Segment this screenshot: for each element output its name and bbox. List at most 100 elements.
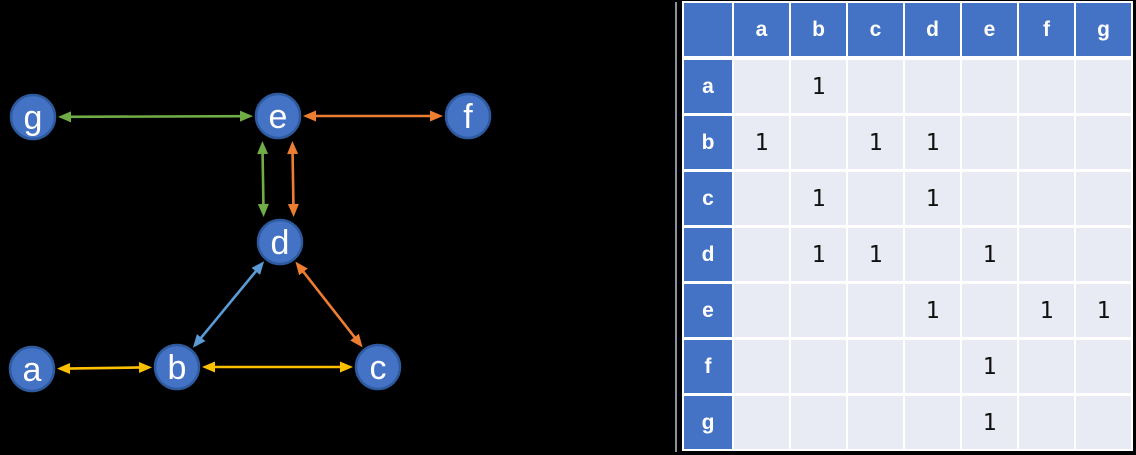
matrix-cell-b-d: 1 <box>905 116 960 169</box>
matrix-cell-d-a <box>734 228 789 281</box>
matrix-cell-b-b <box>791 116 846 169</box>
matrix-row-header-c: c <box>684 172 732 225</box>
matrix-cell-g-c <box>848 396 903 449</box>
matrix-cell-c-c <box>848 172 903 225</box>
matrix-col-header-g: g <box>1076 3 1131 56</box>
graph-edge-a-b-arrowhead-start <box>56 362 71 374</box>
graph-canvas: g e f d a b c <box>8 92 492 393</box>
matrix-row-header-d: d <box>684 228 732 281</box>
matrix-cell-g-f <box>1019 396 1074 449</box>
graph-node-g <box>9 93 57 141</box>
graph-edge-d-c-arrowhead-end <box>350 333 363 348</box>
matrix-cell-e-f: 1 <box>1019 284 1074 337</box>
matrix-cell-f-a <box>734 340 789 393</box>
matrix-cell-c-g <box>1076 172 1131 225</box>
matrix-cell-b-f <box>1019 116 1074 169</box>
matrix-cell-f-g <box>1076 340 1131 393</box>
graph-node-f <box>444 92 492 140</box>
graph-edge-e-d-arrowhead-end <box>257 203 269 218</box>
matrix-col-header-d: d <box>905 3 960 56</box>
matrix-cell-a-c <box>848 60 903 113</box>
matrix-cell-g-g <box>1076 396 1131 449</box>
matrix-col-header-a: a <box>734 3 789 56</box>
graph-node-label-g: g <box>24 99 43 137</box>
graph-edge-b-c-arrowhead-start <box>202 361 215 373</box>
graph-node-label-e: e <box>269 98 288 136</box>
graph-edge-e-f-arrowhead-start <box>303 110 316 122</box>
graph-node-b <box>153 343 201 391</box>
graph-edge-e-d <box>291 150 295 208</box>
graph-edge-d-b-arrowhead-start <box>251 261 265 275</box>
matrix-cell-b-a: 1 <box>734 116 789 169</box>
matrix-col-header-f: f <box>1019 3 1074 56</box>
matrix-row-header-e: e <box>684 284 732 337</box>
graph-edge-d-c <box>300 268 358 341</box>
graph-edge-e-f-arrowhead-end <box>430 110 443 122</box>
graph-edge-e-d-arrowhead-start <box>287 140 299 155</box>
matrix-row-header-f: f <box>684 340 732 393</box>
matrix-cell-b-g <box>1076 116 1131 169</box>
graph-node-label-c: c <box>370 349 387 387</box>
graph-edge-e-d <box>261 150 265 208</box>
graph-node-d <box>256 218 304 266</box>
matrix-cell-a-b: 1 <box>791 60 846 113</box>
matrix-cell-f-f <box>1019 340 1074 393</box>
matrix-cell-a-f <box>1019 60 1074 113</box>
matrix-cell-c-a <box>734 172 789 225</box>
matrix-cell-e-d: 1 <box>905 284 960 337</box>
matrix-cell-f-b <box>791 340 846 393</box>
graph-edge-e-d-arrowhead-start <box>257 140 269 155</box>
matrix-row-header-b: b <box>684 116 732 169</box>
graph-edge-d-b-arrowhead-end <box>192 334 206 348</box>
matrix-cell-e-c <box>848 284 903 337</box>
graph-edge-d-b <box>197 267 260 342</box>
graph-node-label-b: b <box>168 349 187 387</box>
matrix-cell-d-e: 1 <box>962 228 1017 281</box>
matrix-cell-d-d <box>905 228 960 281</box>
matrix-col-header-e: e <box>962 3 1017 56</box>
matrix-cell-a-g <box>1076 60 1131 113</box>
matrix-cell-c-f <box>1019 172 1074 225</box>
graph-edge-a-b <box>66 366 143 370</box>
matrix-col-header-c: c <box>848 3 903 56</box>
graph-edge-g-e-arrowhead-end <box>239 110 254 122</box>
matrix-cell-b-c: 1 <box>848 116 903 169</box>
matrix-cell-d-c: 1 <box>848 228 903 281</box>
matrix-corner-cell <box>684 3 732 56</box>
graph-node-e <box>254 92 302 140</box>
matrix-row-header-a: a <box>684 60 732 113</box>
matrix-cell-f-c <box>848 340 903 393</box>
matrix-cell-c-e <box>962 172 1017 225</box>
matrix-cell-g-b <box>791 396 846 449</box>
graph-edge-e-d-arrowhead-end <box>287 203 299 218</box>
matrix-cell-a-a <box>734 60 789 113</box>
matrix-cell-g-a <box>734 396 789 449</box>
matrix-col-header-b: b <box>791 3 846 56</box>
matrix-cell-e-e <box>962 284 1017 337</box>
matrix-row-header-g: g <box>684 396 732 449</box>
matrix-cell-f-d <box>905 340 960 393</box>
graph-node-a <box>8 345 56 393</box>
matrix-cell-a-d <box>905 60 960 113</box>
matrix-cell-b-e <box>962 116 1017 169</box>
table-left-border-line <box>675 2 677 452</box>
graph-node-label-f: f <box>463 98 473 136</box>
graph-edge-b-c-arrowhead-end <box>340 361 353 373</box>
matrix-cell-d-f <box>1019 228 1074 281</box>
matrix-cell-d-g <box>1076 228 1131 281</box>
graph-node-c <box>354 343 402 391</box>
matrix-cell-d-b: 1 <box>791 228 846 281</box>
graph-edge-d-c-arrowhead-start <box>295 261 308 276</box>
matrix-cell-e-g: 1 <box>1076 284 1131 337</box>
graph-node-label-a: a <box>23 351 42 389</box>
graph-node-label-d: d <box>271 224 290 262</box>
